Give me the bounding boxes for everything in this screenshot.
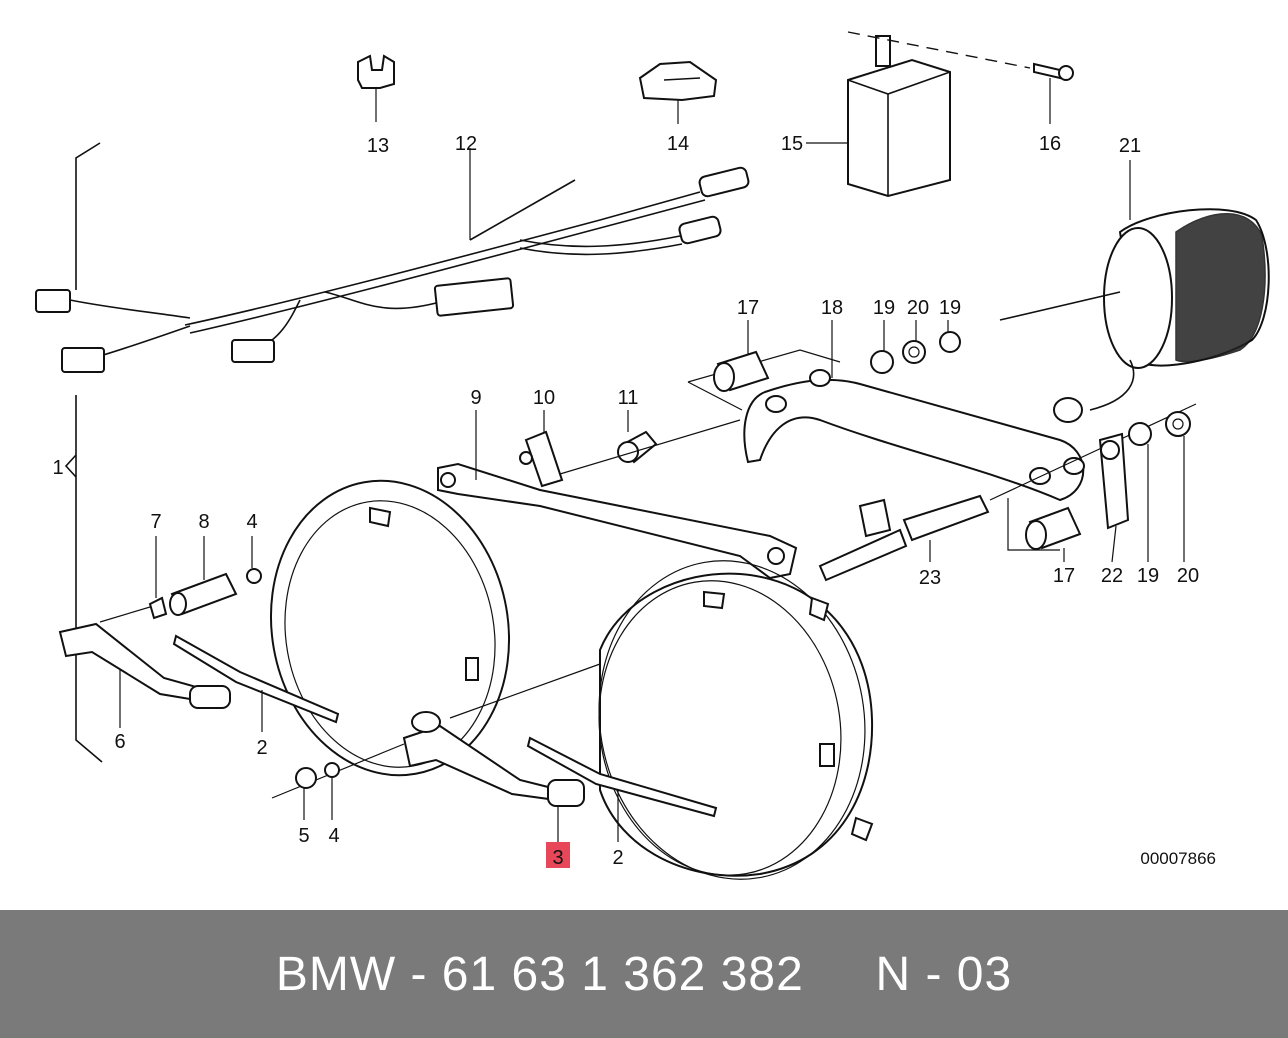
- label-2b: 2: [612, 847, 623, 869]
- label-17a: 17: [737, 297, 759, 319]
- label-20a: 20: [907, 297, 929, 319]
- wiper-arm-right: [271, 663, 601, 842]
- label-4a: 4: [246, 511, 257, 533]
- label-10: 10: [533, 387, 555, 409]
- headlight-ring-left: [269, 479, 511, 777]
- label-18: 18: [821, 297, 843, 319]
- highlight-box: [546, 842, 570, 868]
- label-5: 5: [298, 825, 309, 847]
- label-15: 15: [781, 133, 803, 155]
- label-2a: 2: [256, 737, 267, 759]
- wiper-blades: [172, 634, 718, 842]
- label-3: 3: [552, 847, 563, 869]
- label-14: 14: [667, 133, 689, 155]
- label-13: 13: [367, 135, 389, 157]
- grommet-11: [559, 410, 741, 475]
- washers-top: [870, 320, 961, 374]
- parts-diagram: 1 2 2 3 4 4 5 6 7 8 9 10 11 12 13 14 15 …: [35, 31, 1270, 880]
- label-4b: 4: [328, 825, 339, 847]
- label-21: 21: [1119, 135, 1141, 157]
- lower-hardware: [1007, 411, 1191, 563]
- label-17b: 17: [1053, 565, 1075, 587]
- motor-21: [999, 160, 1270, 423]
- screw-16: [1033, 62, 1074, 124]
- clip-13: [357, 54, 395, 122]
- label-19c: 19: [1137, 565, 1159, 587]
- clip-14: [638, 60, 718, 124]
- label-8: 8: [198, 511, 209, 533]
- drawing-code: 00007866: [1140, 849, 1216, 868]
- label-19b: 19: [939, 297, 961, 319]
- wiring-harness: [35, 148, 750, 373]
- label-12: 12: [455, 133, 477, 155]
- label-6: 6: [114, 731, 125, 753]
- callout-labels: 1 2 2 3 4 4 5 6 7 8 9 10 11 12 13 14 15 …: [52, 133, 1216, 869]
- bracket-10: [519, 410, 564, 488]
- small-parts-left: [148, 536, 340, 820]
- relay-15: [806, 31, 1031, 198]
- bolt-23: [818, 403, 1197, 582]
- wiper-arm-left: [58, 603, 231, 728]
- group-bracket-1: [64, 142, 103, 763]
- label-1: 1: [52, 457, 63, 479]
- label-19a: 19: [873, 297, 895, 319]
- label-16: 16: [1039, 133, 1061, 155]
- part-number-caption: BMW - 61 63 1 362 382 N - 03: [275, 947, 1013, 1001]
- label-20b: 20: [1177, 565, 1199, 587]
- footer-bar: BMW - 61 63 1 362 382 N - 03: [0, 910, 1288, 1038]
- linkage-bar-9: [437, 410, 798, 580]
- label-23: 23: [919, 567, 941, 589]
- bushing-17-top: [713, 320, 770, 392]
- linkage-bar-18: [687, 320, 1085, 502]
- label-11: 11: [618, 387, 639, 409]
- label-22: 22: [1101, 565, 1123, 587]
- label-9: 9: [470, 387, 481, 409]
- label-7: 7: [150, 511, 161, 533]
